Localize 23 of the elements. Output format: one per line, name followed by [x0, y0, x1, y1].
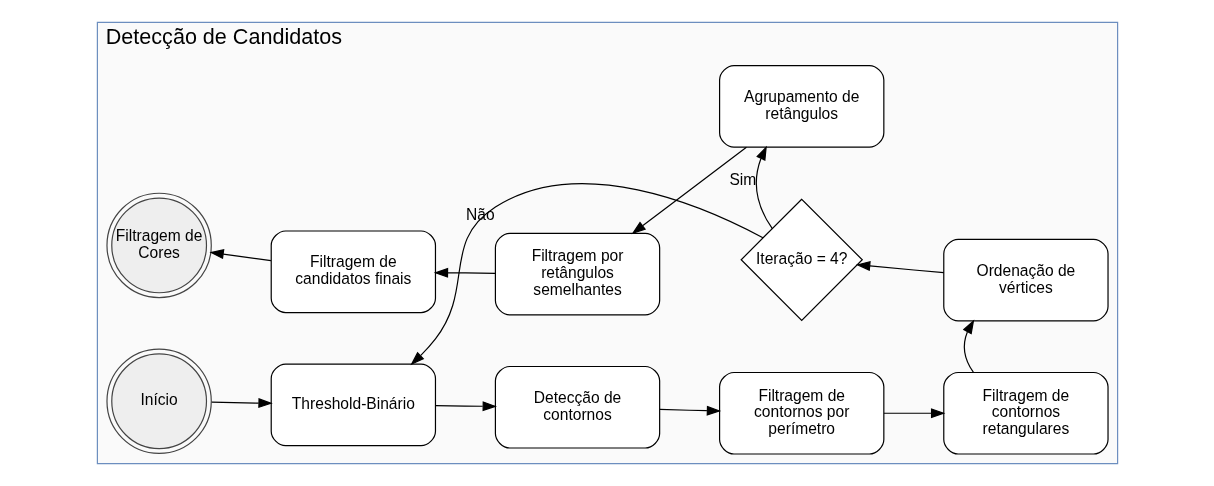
edge-label: Sim	[728, 170, 756, 188]
node-box: Filtragem por retângulos semelhantes	[494, 232, 660, 316]
node-box: Agrupamento de retângulos	[718, 64, 884, 148]
node-box: Filtragem de contornos retangulares	[942, 371, 1109, 455]
arrow	[433, 267, 496, 278]
arrow	[962, 319, 974, 373]
node-box: Filtragem de contornos por perímetro	[718, 371, 884, 455]
arrow	[409, 183, 763, 366]
node-box: Filtragem de candidatos finais	[270, 230, 436, 314]
node-box: Ordenação de vértices	[942, 238, 1109, 322]
arrow	[658, 405, 721, 416]
arrow	[208, 249, 272, 262]
node-diamond: Iteração = 4?	[739, 198, 863, 322]
arrow	[434, 401, 497, 412]
node-box: Detecção de contornos	[494, 365, 660, 449]
arrow	[755, 145, 773, 230]
arrow	[631, 146, 747, 235]
node-box: Threshold-Binário	[270, 363, 436, 447]
node-circle: Início	[105, 348, 212, 454]
arrow	[855, 260, 944, 274]
arrow	[882, 408, 945, 419]
node-circle: Filtragem de Cores	[105, 192, 212, 299]
arrow	[210, 398, 273, 409]
